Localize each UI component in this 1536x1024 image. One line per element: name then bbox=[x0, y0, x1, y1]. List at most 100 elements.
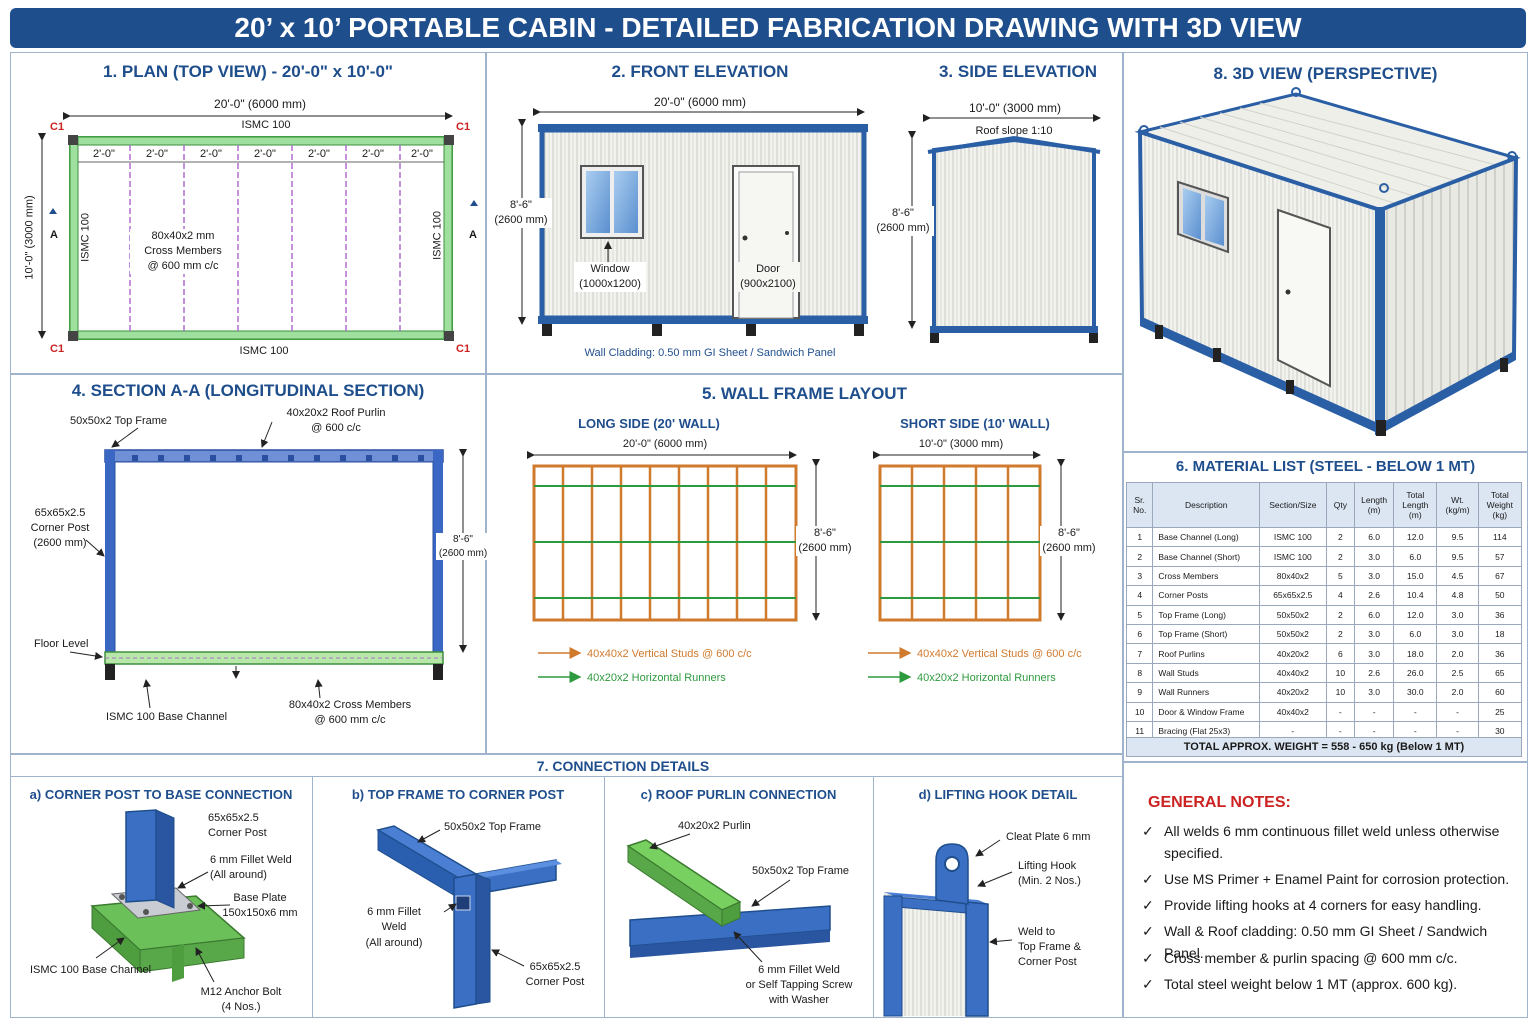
material-cell: 10 bbox=[1325, 662, 1356, 684]
material-cell: 36 bbox=[1477, 643, 1523, 664]
panel-notes bbox=[1123, 762, 1528, 1018]
panel-3d-view bbox=[1123, 52, 1528, 452]
connection-d-cleat-label: Cleat Plate 6 mm bbox=[1006, 831, 1091, 843]
note-1: ✓ All welds 6 mm continuous fillet weld u… bbox=[1142, 820, 1520, 864]
material-cell: 6 bbox=[1125, 623, 1154, 645]
material-cell: Wall Runners bbox=[1152, 682, 1261, 703]
material-cell: 3.0 bbox=[1354, 623, 1395, 645]
header-description: Description bbox=[1152, 482, 1261, 528]
connection-b-drawing bbox=[376, 825, 562, 1009]
wall-long-side-title: LONG SIDE (20' WALL) bbox=[578, 416, 720, 431]
plan-spacing-3: 2'-0" bbox=[200, 148, 222, 160]
material-cell: 12.0 bbox=[1393, 604, 1438, 625]
plan-corner-tr: C1 bbox=[456, 121, 471, 133]
connection-a-bolt-label: M12 Anchor Bolt (4 Nos.) bbox=[200, 986, 282, 1013]
perspective-3d-drawing bbox=[1134, 87, 1521, 436]
section-purlin-label: 40x20x2 Roof Purlin @ 600 c/c bbox=[286, 407, 386, 434]
material-cell: 3.0 bbox=[1436, 623, 1479, 645]
material-cell: 10 bbox=[1325, 682, 1356, 703]
wall-short-side-title: SHORT SIDE (10' WALL) bbox=[900, 416, 1050, 431]
material-cell: 15.0 bbox=[1393, 565, 1438, 587]
material-cell: 2.0 bbox=[1436, 643, 1479, 664]
material-cell: 50 bbox=[1477, 585, 1523, 606]
wall-long-dim: 20'-0" (6000 mm) bbox=[622, 438, 708, 450]
side-elevation-title: 3. SIDE ELEVATION bbox=[938, 62, 1098, 81]
material-list-title: 6. MATERIAL LIST (STEEL - BELOW 1 MT) bbox=[1175, 458, 1476, 475]
check-icon: ✓ bbox=[1142, 976, 1154, 992]
material-cell: 18 bbox=[1477, 623, 1523, 645]
side-height-dim: 8'-6" (2600 mm) bbox=[872, 206, 934, 236]
material-cell: 40x40x2 bbox=[1259, 662, 1327, 684]
material-total-weight: TOTAL APPROX. WEIGHT = 558 - 650 kg (Bel… bbox=[1126, 737, 1522, 757]
drawing-title: 20’ x 10’ PORTABLE CABIN - DETAILED FABR… bbox=[10, 8, 1526, 48]
material-cell: 65x65x2.5 bbox=[1259, 585, 1327, 606]
connection-d-hook-label: Lifting Hook (Min. 2 Nos.) bbox=[1018, 860, 1081, 887]
note-5: ✓Cross member & purlin spacing @ 600 mm … bbox=[1142, 947, 1520, 969]
wall-frame-drawing bbox=[527, 451, 1065, 683]
section-corner-post-label: 65x65x2.5 Corner Post (2600 mm) bbox=[30, 507, 90, 549]
material-cell: 4 bbox=[1325, 585, 1356, 606]
connection-a-plate-label: Base Plate 150x150x6 mm bbox=[222, 892, 298, 919]
material-cell: 40x20x2 bbox=[1259, 643, 1327, 664]
material-cell: 10.4 bbox=[1393, 585, 1438, 606]
material-cell: 2.5 bbox=[1436, 662, 1479, 684]
header-weight-per-m: Wt. (kg/m) bbox=[1436, 482, 1479, 528]
material-cell: 65 bbox=[1477, 662, 1523, 684]
section-title: 4. SECTION A-A (LONGITUDINAL SECTION) bbox=[71, 381, 425, 400]
connection-c-frame-label: 50x50x2 Top Frame bbox=[752, 865, 850, 877]
side-roof-slope: Roof slope 1:10 bbox=[975, 125, 1053, 137]
panel-section bbox=[10, 374, 486, 754]
header-section-size: Section/Size bbox=[1259, 482, 1327, 528]
material-cell: 4.8 bbox=[1436, 585, 1479, 606]
plan-bottom-channel-label: ISMC 100 bbox=[239, 345, 289, 357]
front-height-dim: 8'-6" (2600 mm) bbox=[490, 198, 552, 228]
check-icon: ✓ bbox=[1142, 871, 1154, 887]
material-cell: Top Frame (Short) bbox=[1152, 623, 1261, 645]
material-cell: 40x20x2 bbox=[1259, 682, 1327, 703]
check-icon: ✓ bbox=[1142, 923, 1154, 939]
material-cell: 5 bbox=[1125, 604, 1154, 625]
plan-drawing bbox=[38, 112, 478, 341]
material-cell: 5 bbox=[1325, 565, 1356, 587]
material-cell: Cross Members bbox=[1152, 565, 1261, 587]
plan-corner-br: C1 bbox=[456, 343, 471, 355]
material-cell: Door & Window Frame bbox=[1152, 701, 1261, 722]
connection-b-weld-note: (All around) bbox=[365, 937, 423, 949]
connections-title: 7. CONNECTION DETAILS bbox=[536, 758, 710, 774]
note-text: Provide lifting hooks at 4 corners for e… bbox=[1164, 897, 1482, 913]
header-total-length: Total Length (m) bbox=[1393, 482, 1438, 528]
note-text: Wall & Roof cladding: 0.50 mm GI Sheet /… bbox=[1164, 923, 1488, 961]
note-text: Total steel weight below 1 MT (approx. 6… bbox=[1164, 976, 1458, 992]
material-cell: - bbox=[1436, 701, 1479, 722]
header-qty: Qty bbox=[1325, 482, 1356, 528]
connection-a-title: a) CORNER POST TO BASE CONNECTION bbox=[29, 787, 293, 802]
note-text: All welds 6 mm continuous fillet weld un… bbox=[1164, 823, 1500, 861]
material-cell: 4.5 bbox=[1436, 565, 1479, 587]
material-cell: 26.0 bbox=[1393, 662, 1438, 684]
connection-a-post-label: 65x65x2.5 Corner Post bbox=[208, 812, 267, 839]
material-cell: 9.5 bbox=[1436, 526, 1479, 548]
connections-divider-3 bbox=[873, 776, 874, 1018]
material-cell: 6 bbox=[1325, 643, 1356, 664]
material-cell: ISMC 100 bbox=[1259, 526, 1327, 548]
material-cell: 6.0 bbox=[1393, 546, 1438, 567]
note-4: ✓ Wall & Roof cladding: 0.50 mm GI Sheet … bbox=[1142, 920, 1520, 964]
panel-wall-frame bbox=[486, 374, 1123, 754]
front-door-label: Door (900x2100) bbox=[736, 262, 800, 292]
section-top-frame-label: 50x50x2 Top Frame bbox=[70, 415, 168, 427]
panel-material-list bbox=[1123, 452, 1528, 762]
connection-d-drawing bbox=[883, 839, 1013, 1017]
material-cell: Top Frame (Long) bbox=[1152, 604, 1261, 625]
note-6: ✓ Total steel weight below 1 MT (approx. … bbox=[1142, 973, 1520, 995]
material-cell: Wall Studs bbox=[1152, 662, 1261, 684]
front-length-dim: 20'-0" (6000 mm) bbox=[654, 95, 746, 109]
material-cell: 12.0 bbox=[1393, 526, 1438, 548]
material-cell: 3 bbox=[1125, 565, 1154, 587]
header-sr-no: Sr. No. bbox=[1125, 482, 1154, 528]
material-cell: 2 bbox=[1325, 546, 1356, 567]
check-icon: ✓ bbox=[1142, 823, 1154, 839]
material-cell: 2.6 bbox=[1354, 662, 1395, 684]
